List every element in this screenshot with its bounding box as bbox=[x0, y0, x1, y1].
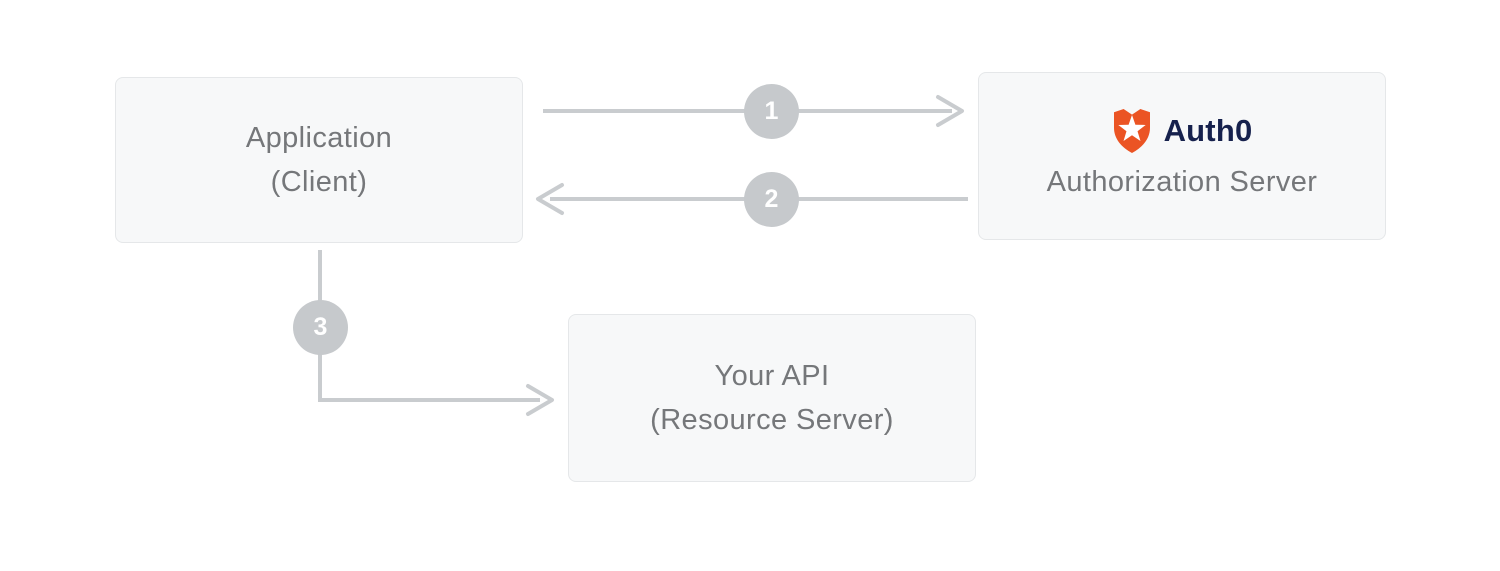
step-3-badge: 3 bbox=[293, 300, 348, 355]
your-api-node: Your API (Resource Server) bbox=[568, 314, 976, 482]
auth0-shield-star-icon bbox=[1113, 109, 1150, 153]
application-label-line2: (Client) bbox=[270, 166, 368, 198]
application-client-node: Application (Client) bbox=[115, 77, 523, 243]
api-label-line1: Your API bbox=[714, 360, 830, 392]
authorization-server-node: Auth0 Authorization Server bbox=[978, 72, 1386, 240]
step-2-badge: 2 bbox=[744, 172, 799, 227]
application-label-line1: Application bbox=[245, 122, 393, 154]
authorization-server-label: Authorization Server bbox=[1046, 166, 1318, 198]
arrow-step-3 bbox=[318, 250, 554, 416]
auth0-brand: Auth0 bbox=[1112, 108, 1253, 154]
auth0-wordmark: Auth0 bbox=[1163, 113, 1253, 148]
step-1-badge: 1 bbox=[744, 84, 799, 139]
api-label-line2: (Resource Server) bbox=[650, 404, 894, 436]
